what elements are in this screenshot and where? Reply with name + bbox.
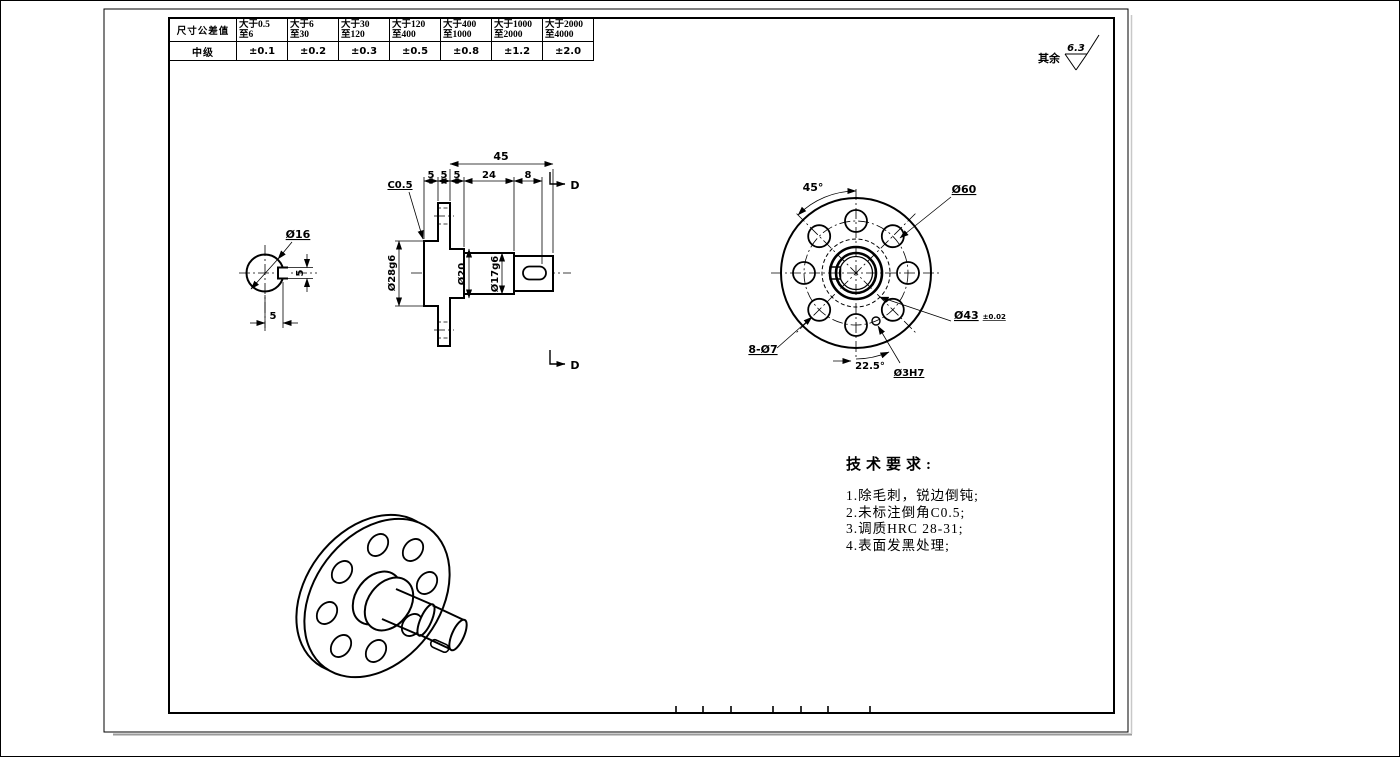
section-view: 45 5 5 5 24 8 C0.5 Ø28g6 Ø20 Ø17g bbox=[386, 150, 580, 372]
section-label-bottom: D bbox=[570, 359, 579, 372]
flange-hole-centerlines bbox=[434, 215, 454, 331]
dim-ring-dia: Ø43 bbox=[954, 309, 979, 322]
tolerance-table-value-row: 中级 ±0.1 ±0.2 ±0.3 ±0.5 ±0.8 ±1.2 ±2.0 bbox=[169, 41, 594, 61]
keyway-slot bbox=[522, 265, 547, 281]
dim-shaft-diameter: Ø17g6 bbox=[489, 256, 501, 293]
keyway-notch bbox=[277, 266, 288, 280]
tech-requirement-4: 4.表面发黑处理; bbox=[846, 537, 950, 553]
tol-val-2: ±0.2 bbox=[287, 41, 339, 61]
dia-leader-1 bbox=[277, 241, 293, 260]
tech-requirement-3: 3.调质HRC 28-31; bbox=[846, 521, 964, 536]
section-marker-bottom: D bbox=[549, 350, 580, 372]
left-view: Ø16 5 5 bbox=[239, 228, 317, 331]
sheet-borders bbox=[103, 8, 1133, 736]
bolt-circle-leader bbox=[899, 196, 952, 239]
isometric-view bbox=[295, 513, 468, 679]
dim-keyway-width: 5 bbox=[295, 269, 306, 276]
pin-hole bbox=[871, 316, 881, 326]
dim-bolt-circle: Ø60 bbox=[952, 183, 977, 196]
bore-circle bbox=[838, 255, 874, 291]
dim-end-diameter: Ø16 bbox=[286, 228, 311, 241]
dim-keyway-offset: 5 bbox=[270, 311, 277, 322]
tech-requirement-2: 2.未标注倒角C0.5; bbox=[846, 504, 966, 520]
section-label-top: D bbox=[570, 179, 579, 192]
tol-val-1: ±0.1 bbox=[236, 41, 288, 61]
ring-leader bbox=[879, 296, 952, 322]
iso-shaft bbox=[381, 588, 468, 652]
roughness-value: 6.3 bbox=[1067, 43, 1085, 54]
outer-border bbox=[103, 8, 1129, 733]
dia-leader-2 bbox=[250, 258, 279, 290]
tech-requirements-title: 技术要求: bbox=[846, 457, 936, 473]
bore-keyway bbox=[829, 266, 842, 280]
dim-ring: Ø43 ±0.02 bbox=[954, 309, 1006, 322]
pin-hole-leader bbox=[877, 325, 901, 364]
bolt-circle bbox=[803, 220, 909, 326]
dim-seg5: 8 bbox=[525, 170, 532, 181]
dim-ring-tol: ±0.02 bbox=[983, 313, 1006, 321]
dim-angle-pin: 22.5° bbox=[855, 361, 885, 372]
dim-step-diameter: Ø20 bbox=[456, 263, 468, 285]
dim-seg2: 5 bbox=[441, 170, 448, 181]
flange-diag-2 bbox=[796, 213, 916, 333]
section-marker-top: D bbox=[549, 172, 580, 192]
dim-225-arc bbox=[855, 351, 890, 360]
iso-keyway bbox=[429, 638, 450, 654]
flange-face-view: 45° Ø60 Ø43 ±0.02 8-Ø7 22.5° Ø3H7 bbox=[748, 181, 1006, 379]
surface-roughness-note: 其余 6.3 bbox=[1038, 34, 1100, 71]
tolerance-table-title: 尺寸公差值 bbox=[169, 18, 237, 42]
tol-val-3: ±0.3 bbox=[338, 41, 390, 61]
dim-seg3: 5 bbox=[454, 170, 461, 181]
dim-seg4: 24 bbox=[482, 170, 496, 181]
chamfer-leader bbox=[408, 191, 424, 240]
dim-total-length: 45 bbox=[493, 150, 508, 163]
shaft-profile bbox=[423, 202, 554, 347]
holes-leader bbox=[776, 316, 813, 349]
dim-chamfer: C0.5 bbox=[387, 180, 412, 191]
tech-requirement-1: 1.除毛刺，锐边倒钝; bbox=[846, 488, 979, 503]
tol-val-5: ±0.8 bbox=[440, 41, 492, 61]
roughness-symbol-icon bbox=[1064, 34, 1100, 71]
grade-label: 中级 bbox=[169, 41, 237, 61]
dim-boss-diameter: Ø28g6 bbox=[386, 255, 398, 292]
inner-frame bbox=[168, 17, 1115, 714]
ring-43-circle bbox=[821, 238, 891, 308]
tol-val-4: ±0.5 bbox=[389, 41, 441, 61]
tol-val-6: ±1.2 bbox=[491, 41, 543, 61]
surface-note-prefix: 其余 bbox=[1038, 51, 1061, 65]
dim-pin-hole: Ø3H7 bbox=[894, 367, 925, 379]
tol-val-7: ±2.0 bbox=[542, 41, 594, 61]
iso-bolt-holes bbox=[315, 533, 439, 663]
bore-counter-circle bbox=[834, 251, 878, 295]
dim-angle-holes: 45° bbox=[803, 181, 824, 194]
dim-seg1: 5 bbox=[428, 170, 435, 181]
dim-45-arc bbox=[797, 187, 857, 216]
technical-requirements: 技术要求: 1.除毛刺，锐边倒钝; 2.未标注倒角C0.5; 3.调质HRC 2… bbox=[846, 453, 979, 554]
flange-hole-hidden-lines bbox=[437, 207, 451, 339]
frame-ticks bbox=[675, 706, 871, 713]
dim-holes-note: 8-Ø7 bbox=[748, 343, 777, 356]
